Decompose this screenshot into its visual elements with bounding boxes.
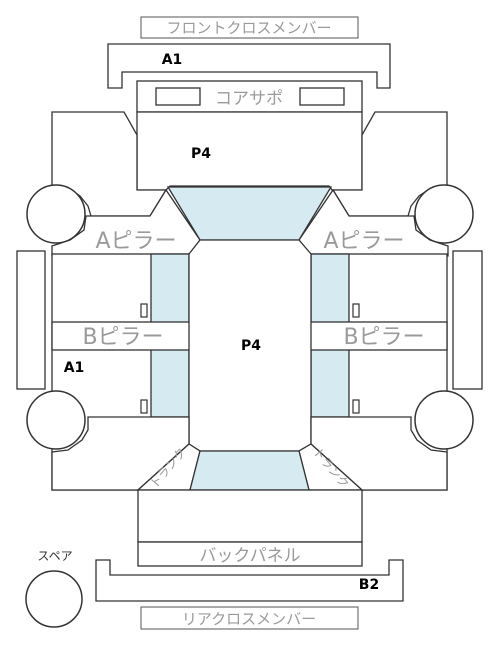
back-panel-box <box>137 541 363 567</box>
rear-member-bracket <box>95 559 404 602</box>
side-sill-right <box>452 250 483 390</box>
side-sill-left <box>16 250 46 390</box>
rear-member-grade: B2 <box>359 577 379 593</box>
spare-label: スペア <box>37 549 72 563</box>
door-handle-rear-left <box>140 399 148 414</box>
rear-left-wheel <box>26 390 86 450</box>
front-member-grade: A1 <box>162 52 183 68</box>
headlight-right <box>299 87 345 106</box>
rear-cross-member-box <box>140 606 359 630</box>
cabin-grade: P4 <box>241 338 261 354</box>
rear-glass <box>189 450 310 491</box>
door-handle-front-right <box>352 303 360 318</box>
door-handle-rear-right <box>352 399 360 414</box>
a-pillar-right-label: Aピラー <box>323 229 404 254</box>
back-panel-label: バックパネル <box>199 546 300 566</box>
rear-quarter-left <box>51 416 190 491</box>
front-right-wheel <box>414 184 474 244</box>
rear-right-wheel <box>414 390 474 450</box>
front-left-wheel <box>26 184 86 244</box>
front-cross-member-label: フロントクロスメンバー <box>166 19 331 37</box>
door-handle-front-left <box>140 303 148 318</box>
front-cross-member-box <box>140 16 359 39</box>
engine-room-outline <box>136 111 363 191</box>
b-pillar-right-label: Bピラー <box>343 325 424 350</box>
front-member-bracket <box>107 43 391 89</box>
b-pillar-left-label: Bピラー <box>82 325 163 350</box>
left-side-grade: A1 <box>64 360 85 376</box>
engine-room-grade: P4 <box>191 146 211 162</box>
b-pillar-right-bar <box>309 321 448 351</box>
rear-cross-member-label: リアクロスメンバー <box>182 610 316 628</box>
spare-tire <box>25 570 83 628</box>
trunk-lid <box>137 489 363 543</box>
a-pillar-left-label: Aピラー <box>95 229 176 254</box>
radiator-support-label: コアサポ <box>215 89 283 109</box>
rear-quarter-right <box>310 416 448 491</box>
headlight-left <box>155 87 201 106</box>
